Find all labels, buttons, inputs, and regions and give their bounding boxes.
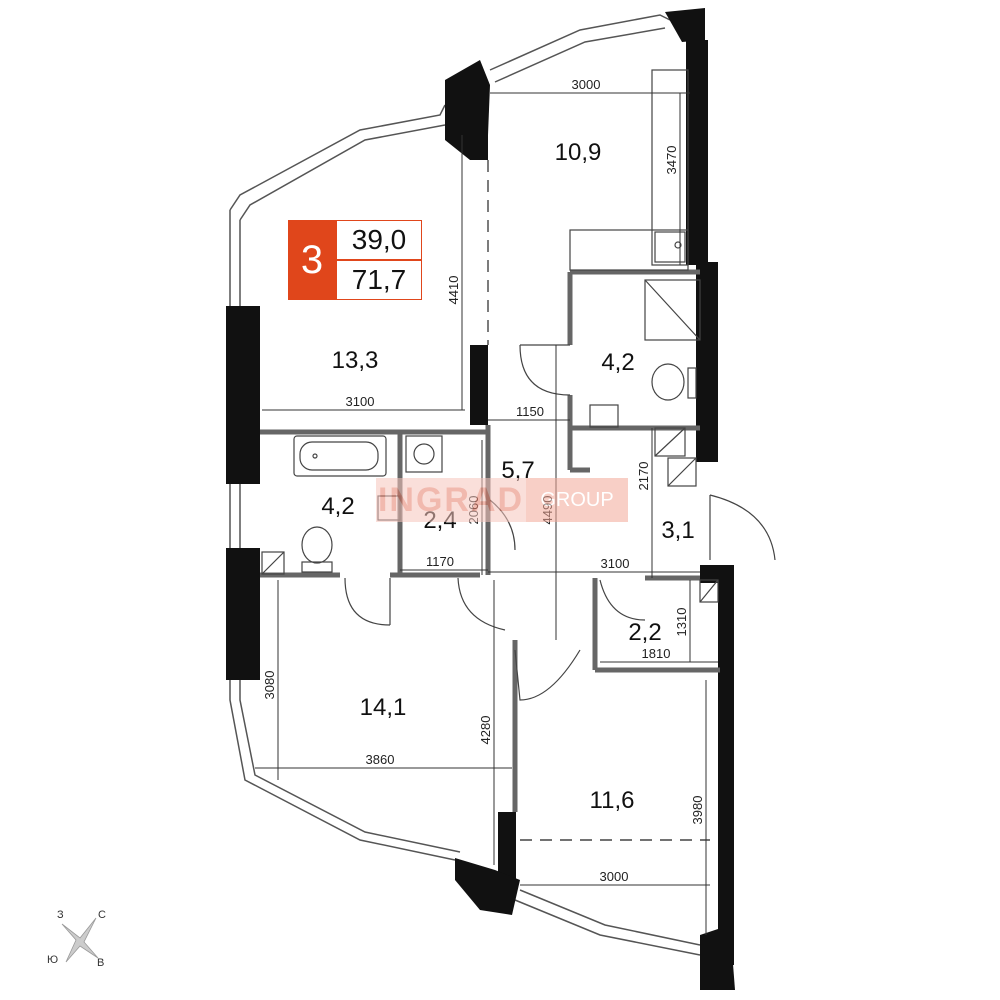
dim-entrance-height: 2170: [636, 462, 651, 491]
room-count: 3: [288, 220, 336, 300]
dim-corridor-width: 3100: [601, 556, 630, 571]
compass-rose-icon: [61, 917, 99, 963]
total-area-value: 71,7: [336, 260, 422, 300]
room-bathroom1-area: 4,2: [321, 493, 354, 520]
dimension-labels: 3000 3470 4410 3100 1150 4490 2060 1170 …: [262, 77, 705, 884]
dim-bedroom1-width: 3860: [366, 752, 395, 767]
dim-bedroom2-width: 3000: [600, 869, 629, 884]
compass: З С Ю В: [47, 909, 106, 969]
room-closet-area: 2,2: [628, 619, 661, 646]
compass-west: З: [57, 909, 64, 921]
watermark-logo: INGRAD GROUP: [376, 478, 628, 522]
compass-east: В: [97, 957, 104, 969]
dim-kitchen-depth: 3470: [664, 146, 679, 175]
bathroom-fixtures: [261, 279, 719, 603]
room-kitchen-area: 10,9: [555, 139, 602, 166]
room-bedroom2-area: 11,6: [590, 787, 635, 814]
dashed-dividers: [487, 160, 710, 841]
dim-living-height: 4410: [446, 276, 461, 305]
glazing-outline: [229, 14, 701, 956]
dim-laundry-width: 1170: [426, 554, 454, 569]
room-living-area: 13,3: [332, 347, 379, 374]
apartment-badge: 3 39,0 71,7: [288, 220, 422, 300]
watermark-part1: INGRAD: [376, 478, 526, 522]
dim-closet-width: 1810: [642, 646, 671, 661]
door-swings: [344, 344, 776, 701]
dim-hall-width: 1150: [516, 404, 544, 419]
living-area-value: 39,0: [336, 220, 422, 260]
dim-bedroom1-depth: 4280: [478, 716, 493, 745]
dim-bedroom1-height: 3080: [262, 671, 277, 700]
watermark-part2: GROUP: [526, 478, 628, 522]
dim-living-width: 3100: [346, 394, 375, 409]
room-bedroom1-area: 14,1: [360, 694, 407, 721]
room-entrance-area: 3,1: [661, 517, 694, 544]
exterior-walls: [226, 8, 735, 990]
compass-south: Ю: [47, 954, 58, 966]
kitchen-fixtures: [569, 69, 689, 271]
dim-kitchen-width: 3000: [572, 77, 601, 92]
dim-bedroom2-height: 3980: [690, 796, 705, 825]
dimension-lines: [255, 92, 718, 935]
compass-north: С: [98, 909, 106, 921]
room-bathroom2-area: 4,2: [601, 349, 634, 376]
dim-closet-height: 1310: [674, 608, 689, 637]
